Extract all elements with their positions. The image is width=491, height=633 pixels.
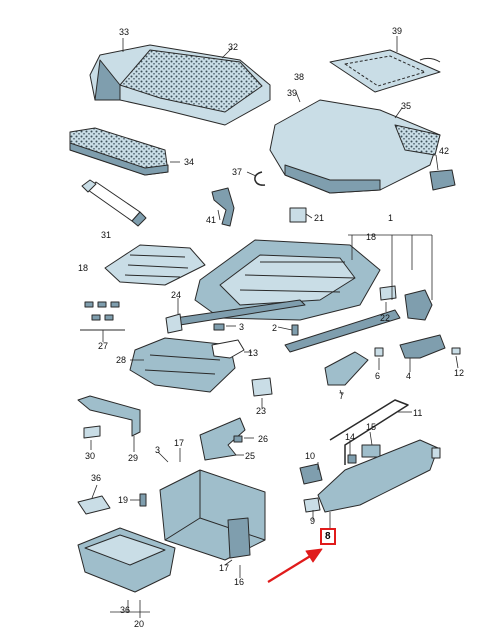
clip-37-part <box>254 171 266 186</box>
bolt-right-part <box>431 447 441 459</box>
bolt-12-part <box>451 347 461 355</box>
callout-16: 16 <box>234 577 245 587</box>
callout-34: 34 <box>184 157 195 167</box>
bracket-22-part <box>379 285 397 301</box>
callout-15: 15 <box>366 422 377 432</box>
pad-36-part <box>77 495 111 515</box>
callout-31: 31 <box>101 230 112 240</box>
callout-22: 22 <box>380 313 391 323</box>
backrest-cushion-part <box>89 44 271 126</box>
bolt-19-part <box>139 493 147 507</box>
callout-25: 25 <box>245 451 256 461</box>
seat-cushion-part <box>269 99 441 194</box>
callout-24: 24 <box>171 290 182 300</box>
callout-13: 13 <box>248 348 259 358</box>
connector-15-part <box>361 444 381 458</box>
callout-10: 10 <box>305 451 316 461</box>
stud-set-27-part <box>80 301 125 331</box>
base-plate-part <box>129 337 236 393</box>
callout-4: 4 <box>406 371 412 381</box>
callout-42: 42 <box>439 146 450 156</box>
spring-mat-part <box>104 244 206 286</box>
connector-6-part <box>374 347 384 357</box>
callout-36-lower: 36 <box>120 605 131 615</box>
callout-36-upper: 36 <box>91 473 102 483</box>
callout-26: 26 <box>258 434 269 444</box>
handle-29-part <box>77 395 141 439</box>
motor-part <box>404 289 433 321</box>
callout-18-left: 18 <box>78 263 89 273</box>
seat-frame-part <box>174 239 401 353</box>
callout-41: 41 <box>206 215 217 225</box>
motor-10-part <box>299 463 323 485</box>
rail-bracket-4-part <box>399 334 446 359</box>
callout-38: 38 <box>294 72 305 82</box>
side-trim-7-part <box>324 351 369 386</box>
grease-tube-part <box>81 179 147 227</box>
callout-8-highlighted: 8 <box>320 528 336 545</box>
bracket-42-part <box>429 169 456 191</box>
callout-18-right: 18 <box>366 232 377 242</box>
callout-27: 27 <box>98 341 109 351</box>
bolt-2-part <box>291 324 299 336</box>
lever-41-part <box>211 187 235 227</box>
highlight-arrow <box>267 548 323 583</box>
callout-9: 9 <box>310 516 316 526</box>
callout-2: 2 <box>272 323 278 333</box>
bracket-13-part <box>211 339 245 359</box>
callout-11: 11 <box>413 408 423 418</box>
tray-frame-16-part <box>159 469 266 561</box>
callout-3-upper: 3 <box>239 322 245 332</box>
callout-14: 14 <box>345 432 356 442</box>
callout-39: 39 <box>392 26 403 36</box>
callout-23: 23 <box>256 406 267 416</box>
wire-frame-11-part <box>329 399 409 465</box>
callout-21: 21 <box>314 213 325 223</box>
callout-12: 12 <box>454 368 465 378</box>
callout-37: 37 <box>232 167 243 177</box>
storage-drawer-20-part <box>77 527 176 593</box>
screw-3-part <box>213 323 225 331</box>
callout-1: 1 <box>388 213 394 223</box>
heating-mat-part <box>329 49 441 93</box>
callout-6: 6 <box>375 371 381 381</box>
connector-14-part <box>347 454 357 464</box>
callout-35: 35 <box>401 101 412 111</box>
callout-17-upper: 17 <box>174 438 185 448</box>
lever-25-part <box>199 417 246 461</box>
clip-21-part <box>289 207 307 223</box>
callout-39-second: 39 <box>287 88 298 98</box>
bracket-24-part <box>165 313 183 334</box>
clip-9-part <box>303 497 321 513</box>
callout-20: 20 <box>134 619 145 629</box>
callout-3-lower: 3 <box>155 445 161 455</box>
callout-28: 28 <box>116 355 127 365</box>
callout-30: 30 <box>85 451 96 461</box>
side-panel-8-part <box>317 439 439 513</box>
callout-7: 7 <box>339 391 345 401</box>
callout-33: 33 <box>119 27 130 37</box>
callout-29: 29 <box>128 453 139 463</box>
bracket-23-part <box>251 377 273 397</box>
callout-19: 19 <box>118 495 129 505</box>
callout-17-lower: 17 <box>219 563 230 573</box>
callout-32: 32 <box>228 42 239 52</box>
foam-pad-part <box>69 127 169 176</box>
